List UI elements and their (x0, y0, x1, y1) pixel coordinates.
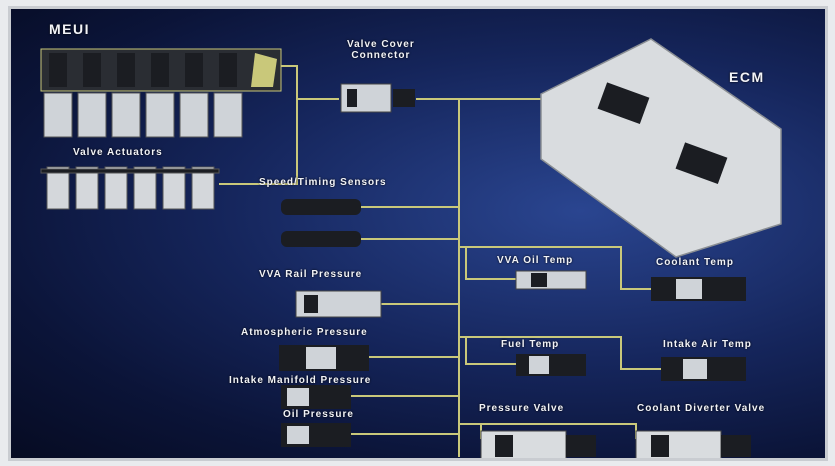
vva-oil-temp-sensor (516, 271, 586, 289)
label-pressure-valve: Pressure Valve (479, 403, 564, 414)
meui-injectors (41, 49, 281, 137)
atmospheric-pressure-sensor (279, 345, 369, 371)
sensor-wiring-diagram: MEUI ECM Valve Cover Connector Valve Act… (8, 6, 828, 461)
label-speed-timing: Speed/Timing Sensors (259, 177, 387, 188)
coolant-diverter-valve (636, 431, 751, 461)
intake-air-temp-sensor (661, 357, 746, 381)
label-meui: MEUI (49, 21, 90, 37)
label-vva-rail: VVA Rail Pressure (259, 269, 362, 280)
label-coolant-diverter: Coolant Diverter Valve (637, 403, 765, 414)
label-coolant-temp: Coolant Temp (656, 257, 734, 268)
label-valve-actuators: Valve Actuators (73, 147, 163, 158)
valve-actuators (41, 167, 219, 209)
label-ecm: ECM (729, 69, 765, 85)
label-intake-air-temp: Intake Air Temp (663, 339, 752, 350)
label-atmospheric: Atmospheric Pressure (241, 327, 368, 338)
label-fuel-temp: Fuel Temp (501, 339, 559, 350)
fuel-temp-sensor (516, 354, 586, 376)
wiring-harness (11, 9, 828, 461)
label-intake-manifold: Intake Manifold Pressure (229, 375, 371, 386)
speed-timing-sensors (281, 199, 361, 247)
coolant-temp-sensor (651, 277, 746, 301)
valve-cover-connector (341, 84, 415, 112)
oil-pressure-sensor (281, 423, 351, 447)
pressure-valve (481, 431, 596, 461)
label-valve-cover-connector: Valve Cover Connector (347, 39, 415, 61)
vva-rail-pressure-sensor (296, 291, 381, 317)
label-vva-oil-temp: VVA Oil Temp (497, 255, 573, 266)
label-oil-pressure: Oil Pressure (283, 409, 354, 420)
intake-manifold-pressure-sensor (281, 385, 351, 409)
